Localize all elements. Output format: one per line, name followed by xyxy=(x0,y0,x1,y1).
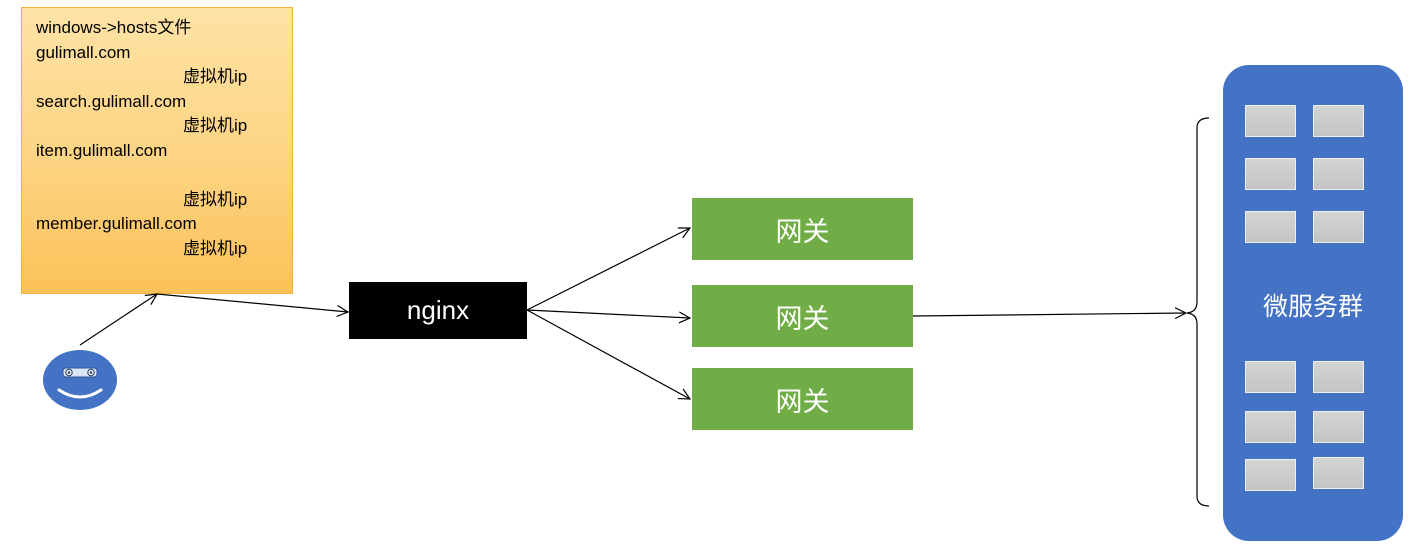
note-line: 虚拟机ip xyxy=(183,116,248,135)
arrow-nginx-to-gateway xyxy=(526,309,690,318)
service-block xyxy=(1245,459,1296,491)
note-line: 虚拟机ip xyxy=(183,189,248,209)
gateway-node: 网关 xyxy=(692,285,913,347)
nginx-node: nginx xyxy=(349,282,527,339)
arrow-hosts-to-nginx xyxy=(156,293,348,312)
gateway-node: 网关 xyxy=(692,368,913,430)
note-line: 虚拟机ip xyxy=(183,67,248,86)
note-line xyxy=(36,163,292,188)
note-line: member.gulimall.com xyxy=(36,214,197,233)
arrow-nginx-to-gateway xyxy=(526,309,690,399)
smiley-face-icon xyxy=(43,350,117,410)
service-block xyxy=(1245,411,1296,443)
microservice-cluster: 微服务群 xyxy=(1223,65,1403,541)
arrow-nginx-to-gateway xyxy=(526,228,690,311)
gateway-node: 网关 xyxy=(692,198,913,260)
note-line: 虚拟机ip xyxy=(183,238,248,258)
hosts-file-note: windows->hosts文件 gulimall.com 虚拟机ip sear… xyxy=(21,7,293,294)
arrow-user-to-hosts xyxy=(79,294,157,346)
service-block xyxy=(1313,411,1364,443)
service-block xyxy=(1313,211,1364,243)
note-line: windows->hosts文件 xyxy=(36,18,192,37)
service-block xyxy=(1245,211,1296,243)
service-block xyxy=(1313,105,1364,137)
note-line: search.gulimall.com xyxy=(36,91,187,111)
note-line: item.gulimall.com xyxy=(36,140,168,160)
service-block xyxy=(1313,361,1364,393)
arrow-gateway-to-cluster xyxy=(912,313,1186,316)
service-block xyxy=(1245,105,1296,137)
cluster-brace xyxy=(1186,117,1210,507)
service-block xyxy=(1245,361,1296,393)
service-block xyxy=(1313,158,1364,190)
service-block xyxy=(1245,158,1296,190)
cluster-label: 微服务群 xyxy=(1262,293,1363,321)
service-block xyxy=(1313,457,1364,489)
note-line: gulimall.com xyxy=(36,42,131,62)
